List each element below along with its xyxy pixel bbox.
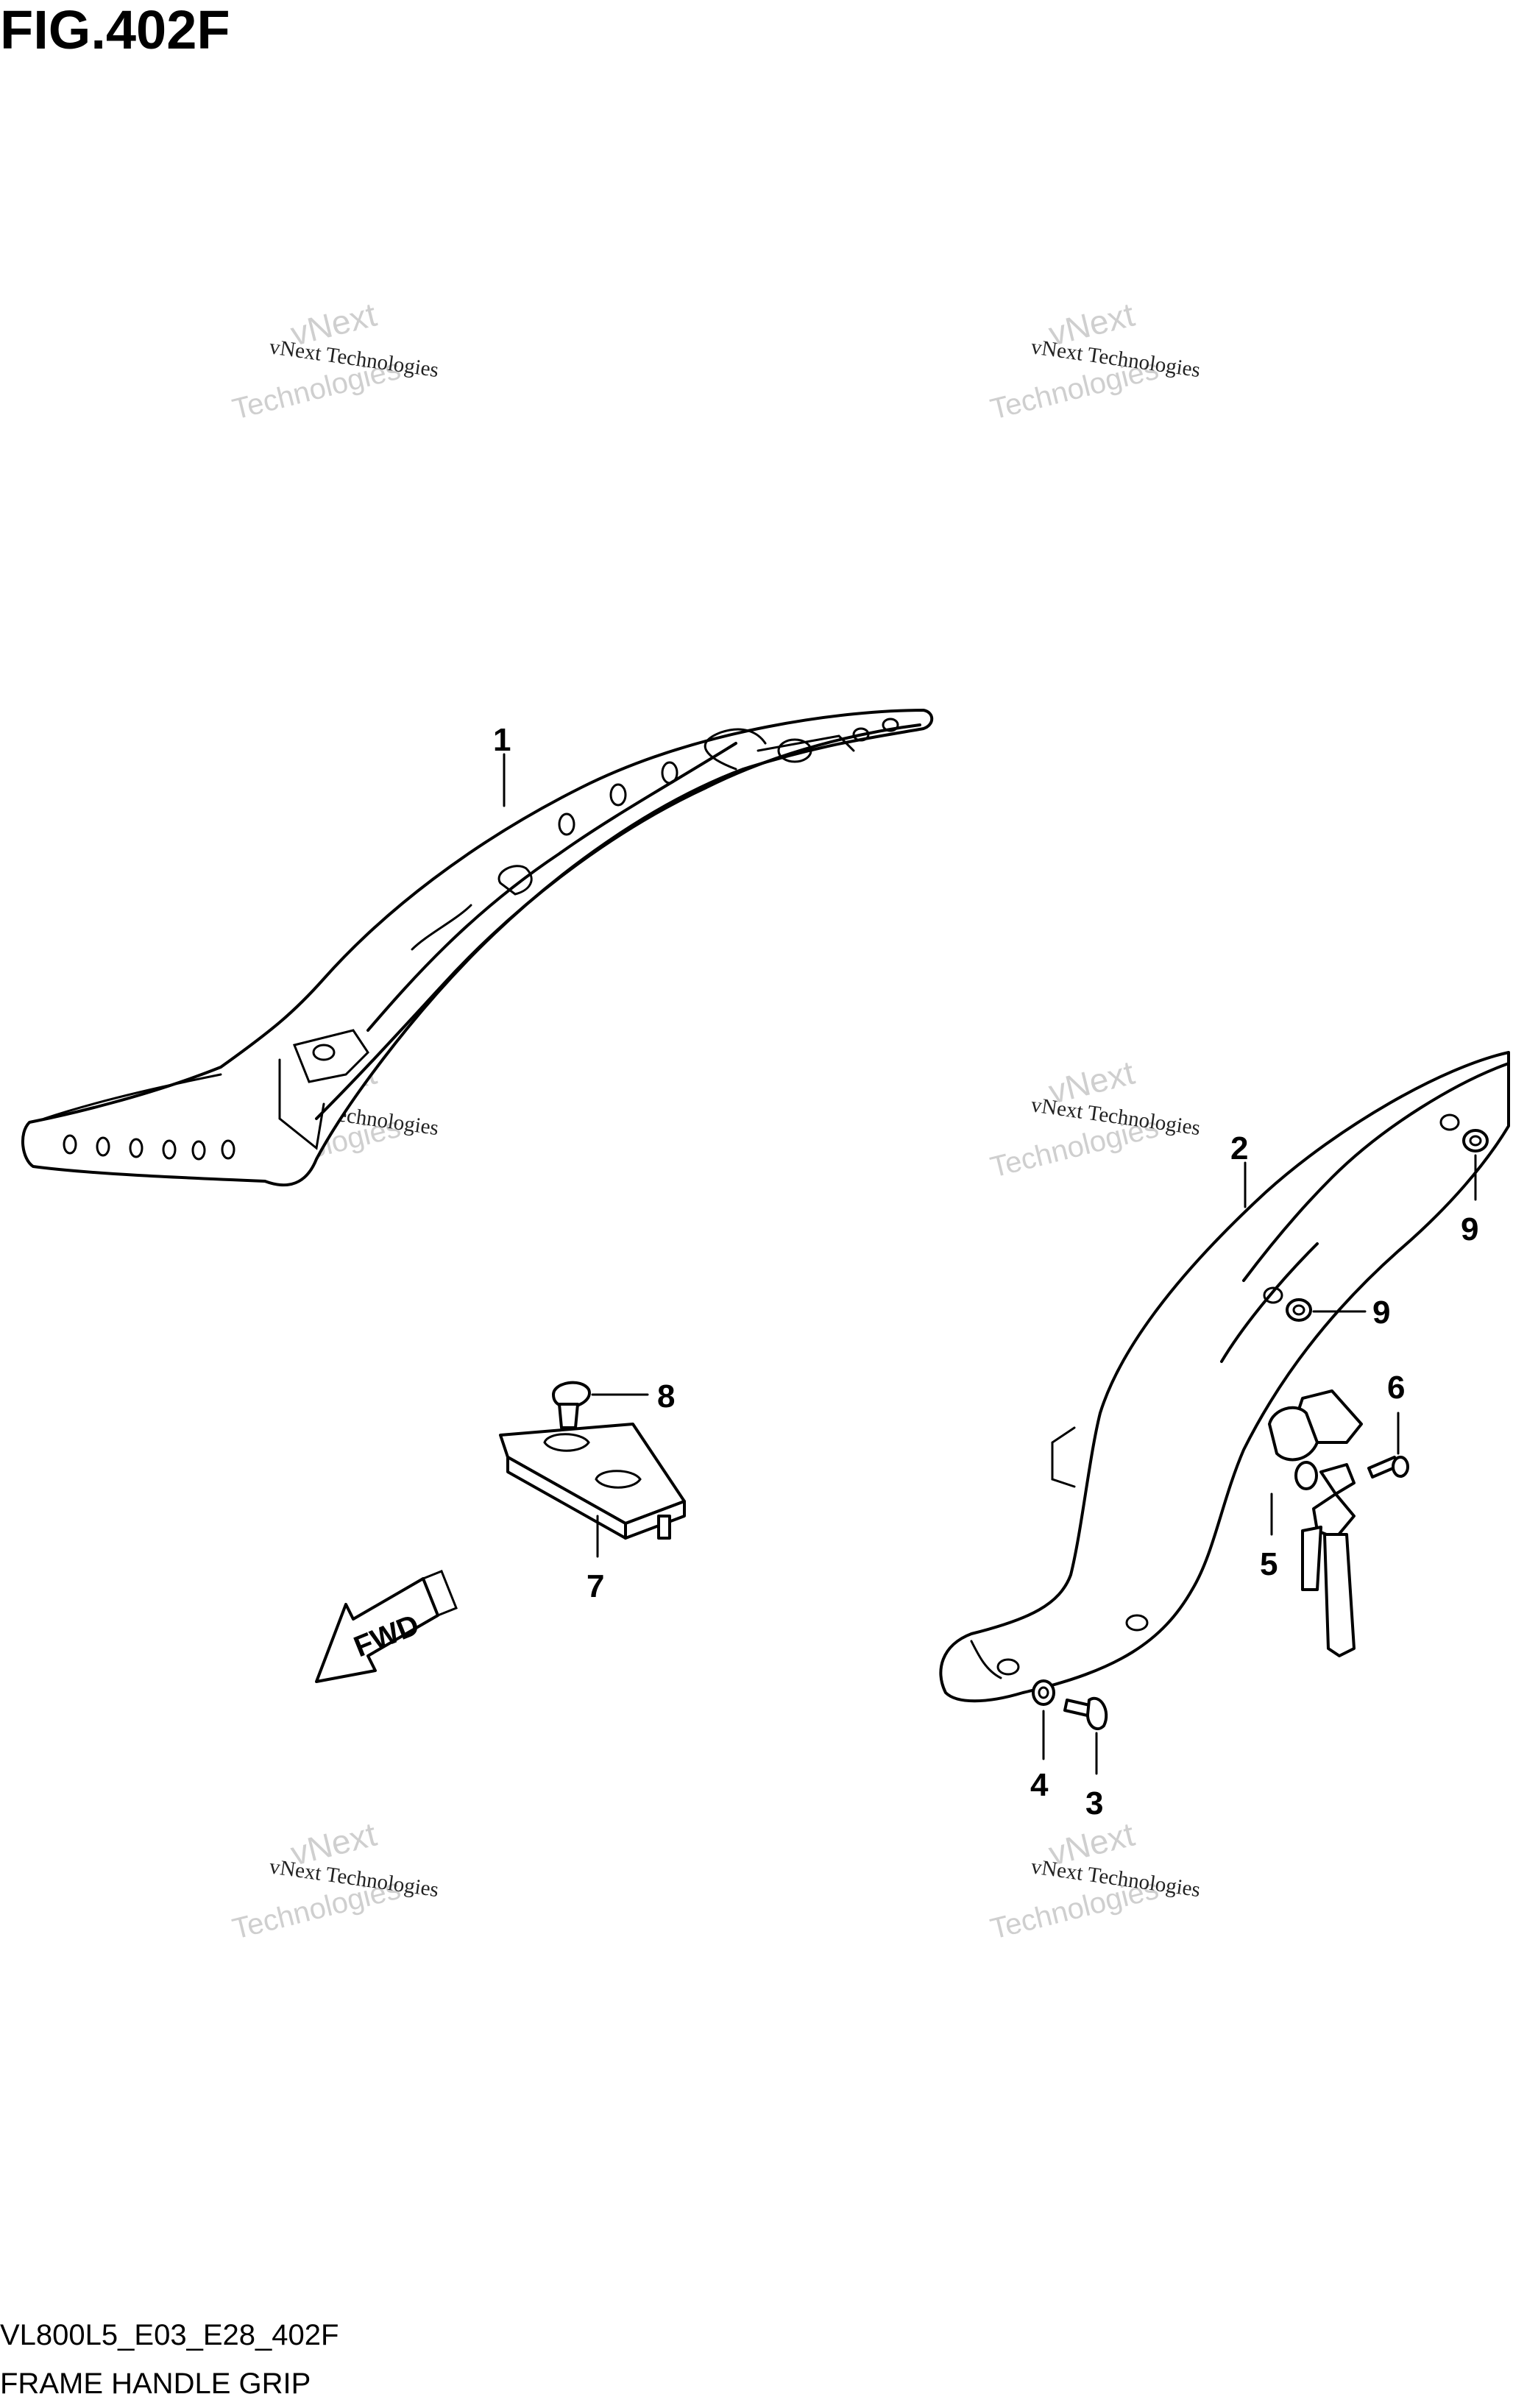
callout-8: 8: [657, 1378, 675, 1414]
watermark-bottom-left: vNext Technologies vNext Technologies: [230, 1815, 441, 1946]
callout-9-upper: 9: [1461, 1211, 1478, 1247]
handle-grip-left: [21, 709, 934, 1187]
bracket-7: [499, 1423, 686, 1540]
watermark-mid-right: vNext Technologies vNext Technologies: [988, 1053, 1202, 1184]
figure-code: VL800L5_E03_E28_402F: [0, 2319, 339, 2351]
callout-5: 5: [1260, 1546, 1278, 1582]
callout-6: 6: [1387, 1370, 1405, 1406]
figure-title: FIG.402F: [0, 0, 230, 60]
helmet-lock-5: [1268, 1389, 1363, 1657]
callout-4: 4: [1030, 1767, 1049, 1803]
watermark-top-left: vNext Technologies vNext Technologies: [230, 295, 441, 426]
washer-4: [1032, 1679, 1055, 1706]
callout-7: 7: [587, 1568, 604, 1604]
fwd-arrow: FWD: [315, 1570, 458, 1683]
handle-grip-right: [939, 1051, 1510, 1703]
figure-caption: FRAME HANDLE GRIP: [0, 2368, 311, 2400]
screw-8: [552, 1381, 591, 1429]
watermark-bottom-right: vNext Technologies vNext Technologies: [988, 1815, 1202, 1946]
bolt-3: [1063, 1696, 1108, 1730]
watermark-top-right: vNext Technologies vNext Technologies: [988, 295, 1202, 426]
washer-9-lower: [1286, 1298, 1312, 1322]
callout-1: 1: [493, 722, 511, 758]
washer-9-upper: [1462, 1129, 1489, 1152]
callout-2: 2: [1230, 1130, 1248, 1166]
callout-9-lower: 9: [1372, 1295, 1390, 1331]
screw-6: [1367, 1456, 1409, 1479]
callout-3: 3: [1085, 1785, 1103, 1821]
